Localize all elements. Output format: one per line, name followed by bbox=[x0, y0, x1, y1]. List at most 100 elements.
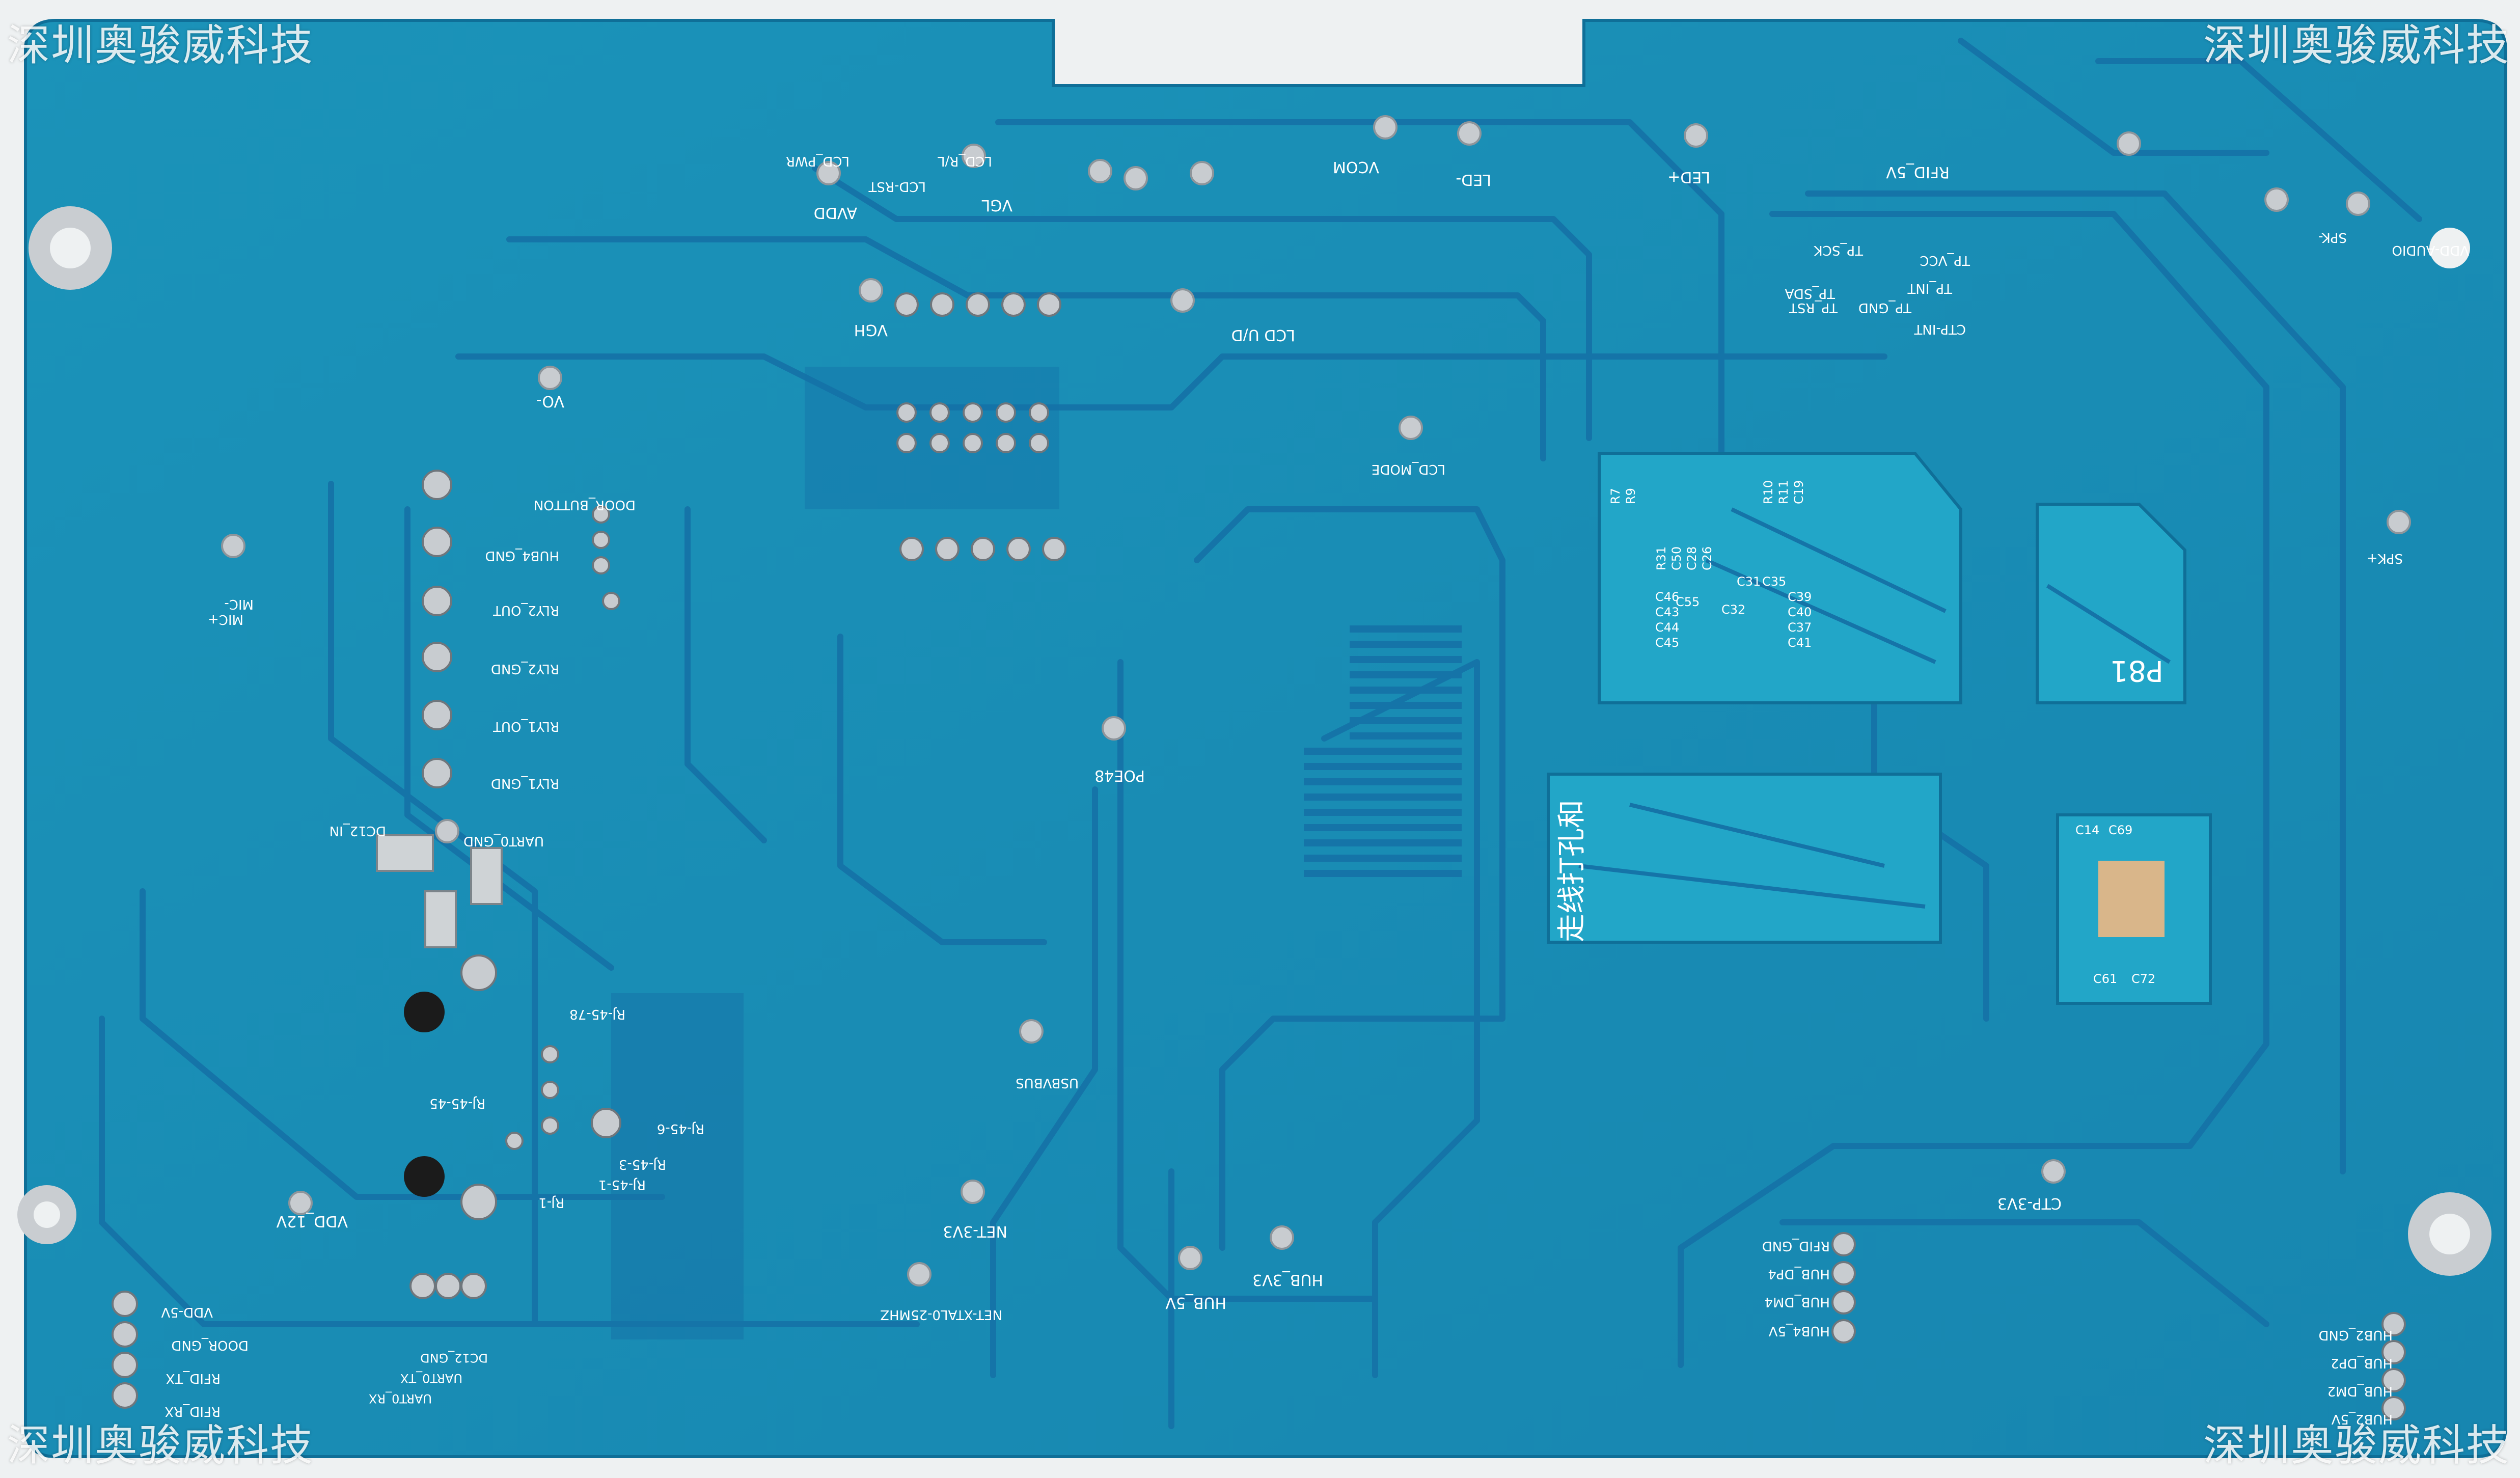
silk-c44: C44 bbox=[1655, 620, 1679, 635]
silk-ctp-int: CTP-INT bbox=[1914, 321, 1966, 337]
silk-tp-int: TP_INT bbox=[1907, 281, 1953, 296]
silk-c43: C43 bbox=[1655, 605, 1679, 619]
silk-ctp-3v3: CTP-3V3 bbox=[1997, 1194, 2062, 1212]
test-pads bbox=[221, 115, 2411, 1287]
silk-lcd-rst: LCD-RST bbox=[868, 179, 926, 194]
silk-c31: C31 bbox=[1737, 574, 1761, 589]
silk-vgh: VGH bbox=[854, 321, 888, 339]
window-right-chip bbox=[2036, 503, 2186, 704]
silk-c19: C19 bbox=[1792, 480, 1806, 504]
silk-tp-gnd: TP_GND bbox=[1858, 300, 1912, 315]
silk-c69: C69 bbox=[2108, 823, 2132, 837]
silk-lcd-mode: LCD_MODE bbox=[1372, 461, 1445, 477]
silkscreen-labels: AVDD VGL VGH VCOM LED- LED+ LCD U/D RFID… bbox=[161, 153, 2469, 1427]
silk-poe48: POE48 bbox=[1094, 767, 1145, 784]
silk-c37: C37 bbox=[1788, 620, 1812, 635]
silk-led-plus: LED+ bbox=[1667, 168, 1710, 186]
silk-lcd-rl: LCD_R/L bbox=[938, 153, 992, 169]
silk-hub2-gnd: HUB2_GND bbox=[2318, 1327, 2393, 1343]
silk-hub-5v: HUB_5V bbox=[1165, 1294, 1226, 1311]
mounting-hole-tl bbox=[29, 206, 112, 290]
silk-rfid-rx: RFID_RX bbox=[165, 1404, 221, 1419]
silk-r9: R9 bbox=[1624, 488, 1638, 504]
window-upper-chip bbox=[1598, 452, 1962, 704]
silk-tp-sck: TP_SCK bbox=[1814, 242, 1864, 258]
mounting-hole-tr bbox=[2429, 228, 2470, 268]
smd-components bbox=[376, 834, 503, 948]
silk-rly2-gnd: RLY2_GND bbox=[491, 661, 559, 676]
silk-rly1-gnd: RLY1_GND bbox=[491, 776, 559, 791]
silk-c45: C45 bbox=[1655, 636, 1679, 650]
silk-vgl: VGL bbox=[981, 196, 1012, 214]
silk-hub-dp4: HUB_DP4 bbox=[1768, 1266, 1830, 1281]
silk-vdd-12v: VDD_12V bbox=[276, 1212, 348, 1230]
silk-c40: C40 bbox=[1788, 605, 1812, 619]
silk-r11: R11 bbox=[1776, 480, 1791, 504]
silk-dc12-in: DC12_IN bbox=[330, 823, 386, 838]
silk-net-3v3: NET-3V3 bbox=[943, 1222, 1008, 1240]
silk-uart0-tx: UART0_TX bbox=[400, 1371, 462, 1385]
silk-vdd-audio: VDD-AUDIO bbox=[2392, 242, 2469, 258]
silk-c50: C50 bbox=[1669, 546, 1684, 570]
silk-c55: C55 bbox=[1676, 595, 1700, 609]
silk-avdd: AVDD bbox=[814, 204, 857, 222]
silk-vo: VO- bbox=[536, 392, 564, 410]
silk-rj45-6: RJ-45-6 bbox=[657, 1121, 704, 1136]
silk-tp-vcc: TP_VCC bbox=[1920, 253, 1970, 268]
silk-r10: R10 bbox=[1761, 480, 1775, 504]
black-components bbox=[404, 992, 445, 1197]
silk-c61: C61 bbox=[2093, 972, 2117, 986]
silk-c28: C28 bbox=[1685, 546, 1699, 570]
watermark-bottom-left: 深圳奥骏威科技 bbox=[7, 1420, 314, 1470]
watermark-top-right: 深圳奥骏威科技 bbox=[2203, 20, 2510, 70]
silk-r7: R7 bbox=[1608, 488, 1623, 504]
silk-uart0-rx: UART0_RX bbox=[369, 1391, 432, 1406]
silk-hub-3v3: HUB_3V3 bbox=[1252, 1271, 1323, 1289]
silk-hub4-5v: HUB4_5V bbox=[1768, 1323, 1830, 1338]
silk-c41: C41 bbox=[1788, 636, 1812, 650]
mounting-hole-br bbox=[2408, 1192, 2491, 1276]
mounting-hole-bl bbox=[17, 1185, 76, 1244]
silk-hub4-gnd: HUB4_GND bbox=[485, 548, 559, 563]
silk-c35: C35 bbox=[1762, 574, 1786, 589]
silk-window-label: 走线打孔和 bbox=[1555, 800, 1588, 942]
silk-door-button: DOOR_BUTTON bbox=[534, 497, 636, 512]
silk-mic-plus: MIC+ bbox=[208, 612, 243, 627]
silk-c39: C39 bbox=[1788, 590, 1812, 604]
silk-lcd-ud: LCD U/D bbox=[1231, 326, 1295, 344]
silk-rj45-1: RJ-45-1 bbox=[598, 1177, 646, 1192]
silk-door-gnd: DOOR_GND bbox=[171, 1337, 249, 1353]
silk-rly2-out: RLY2_OUT bbox=[493, 603, 559, 618]
window-middle-chip bbox=[1547, 773, 1942, 944]
silk-rj45-78: RJ-45-78 bbox=[569, 1006, 625, 1022]
silk-c46: C46 bbox=[1655, 590, 1679, 604]
silk-c26: C26 bbox=[1700, 546, 1714, 570]
silk-rj45-3: RJ-45-3 bbox=[619, 1157, 666, 1172]
silk-part-ref: P81 bbox=[2110, 654, 2163, 687]
window-qfn bbox=[2056, 813, 2212, 1005]
watermark-bottom-right: 深圳奥骏威科技 bbox=[2203, 1420, 2510, 1470]
silk-c14: C14 bbox=[2075, 823, 2099, 837]
silk-tp-sda: TP_SDA bbox=[1785, 286, 1836, 301]
silk-spk-minus: SPK- bbox=[2318, 230, 2347, 245]
silk-hub2-5v: HUB2_5V bbox=[2331, 1411, 2393, 1427]
silk-rj45-45: RJ-45-45 bbox=[429, 1096, 485, 1111]
silk-vcom: VCOM bbox=[1333, 158, 1379, 176]
silk-uart0-gnd: UART0_GND bbox=[463, 833, 544, 849]
copper-fill-lower-left bbox=[611, 993, 744, 1339]
silk-rj-1: RJ-1 bbox=[538, 1195, 564, 1210]
silk-rfid-tx: RFID_TX bbox=[166, 1371, 221, 1386]
silk-r31: R31 bbox=[1654, 546, 1668, 570]
silk-vdd-5v: VDD-5V bbox=[161, 1304, 213, 1320]
silk-mic-minus: MIC- bbox=[224, 596, 254, 612]
silk-hub-dm2: HUB_DM2 bbox=[2327, 1383, 2393, 1399]
silk-led-minus: LED- bbox=[1456, 171, 1491, 188]
header-pins bbox=[112, 292, 2406, 1420]
silk-hub-dm4: HUB_DM4 bbox=[1765, 1294, 1830, 1309]
silk-rfid-gnd: RFID_GND bbox=[1762, 1238, 1830, 1253]
silk-hub-dp2: HUB_DP2 bbox=[2331, 1355, 2393, 1371]
silk-usbvbus: USBVBUS bbox=[1016, 1075, 1079, 1090]
silk-c72: C72 bbox=[2131, 972, 2155, 986]
